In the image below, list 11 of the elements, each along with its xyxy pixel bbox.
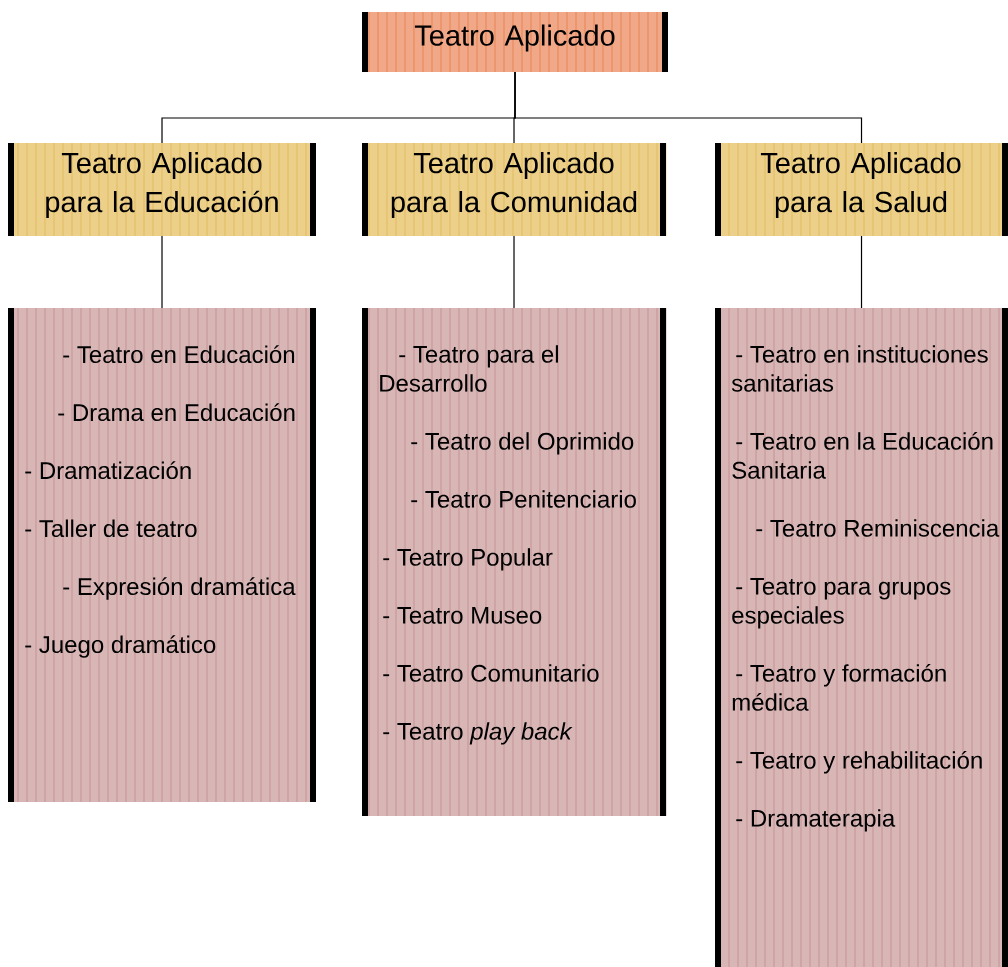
connector-line (860, 235, 863, 309)
list-box: - Teatro en instituciones sanitarias - Teatro en la Educación Sanitaria - Teatro Reminiscencia - Teatro para grupos especiales - Teatro y formación médica - Teatro y rehabilitación - Dramaterapia (715, 307, 1008, 967)
connector-line (513, 235, 515, 309)
category-box: Teatro Aplicado para la Educación (8, 142, 316, 237)
list-box: - Teatro en Educación - Drama en Educación - Dramatización - Taller de teatro - Expresión dramática - Juego dramático (8, 307, 316, 803)
category-box: Teatro Aplicado para la Salud (715, 142, 1008, 237)
connector-line (161, 235, 163, 309)
connector-line (514, 71, 863, 144)
category-box: Teatro Aplicado para la Comunidad (362, 142, 667, 237)
title-box: Teatro Aplicado (362, 11, 668, 73)
list-box: - Teatro para el Desarrollo - Teatro del Oprimido - Teatro Penitenciario - Teatro Popular - Teatro Museo - Teatro Comunitario - Teatro play back (362, 307, 667, 817)
